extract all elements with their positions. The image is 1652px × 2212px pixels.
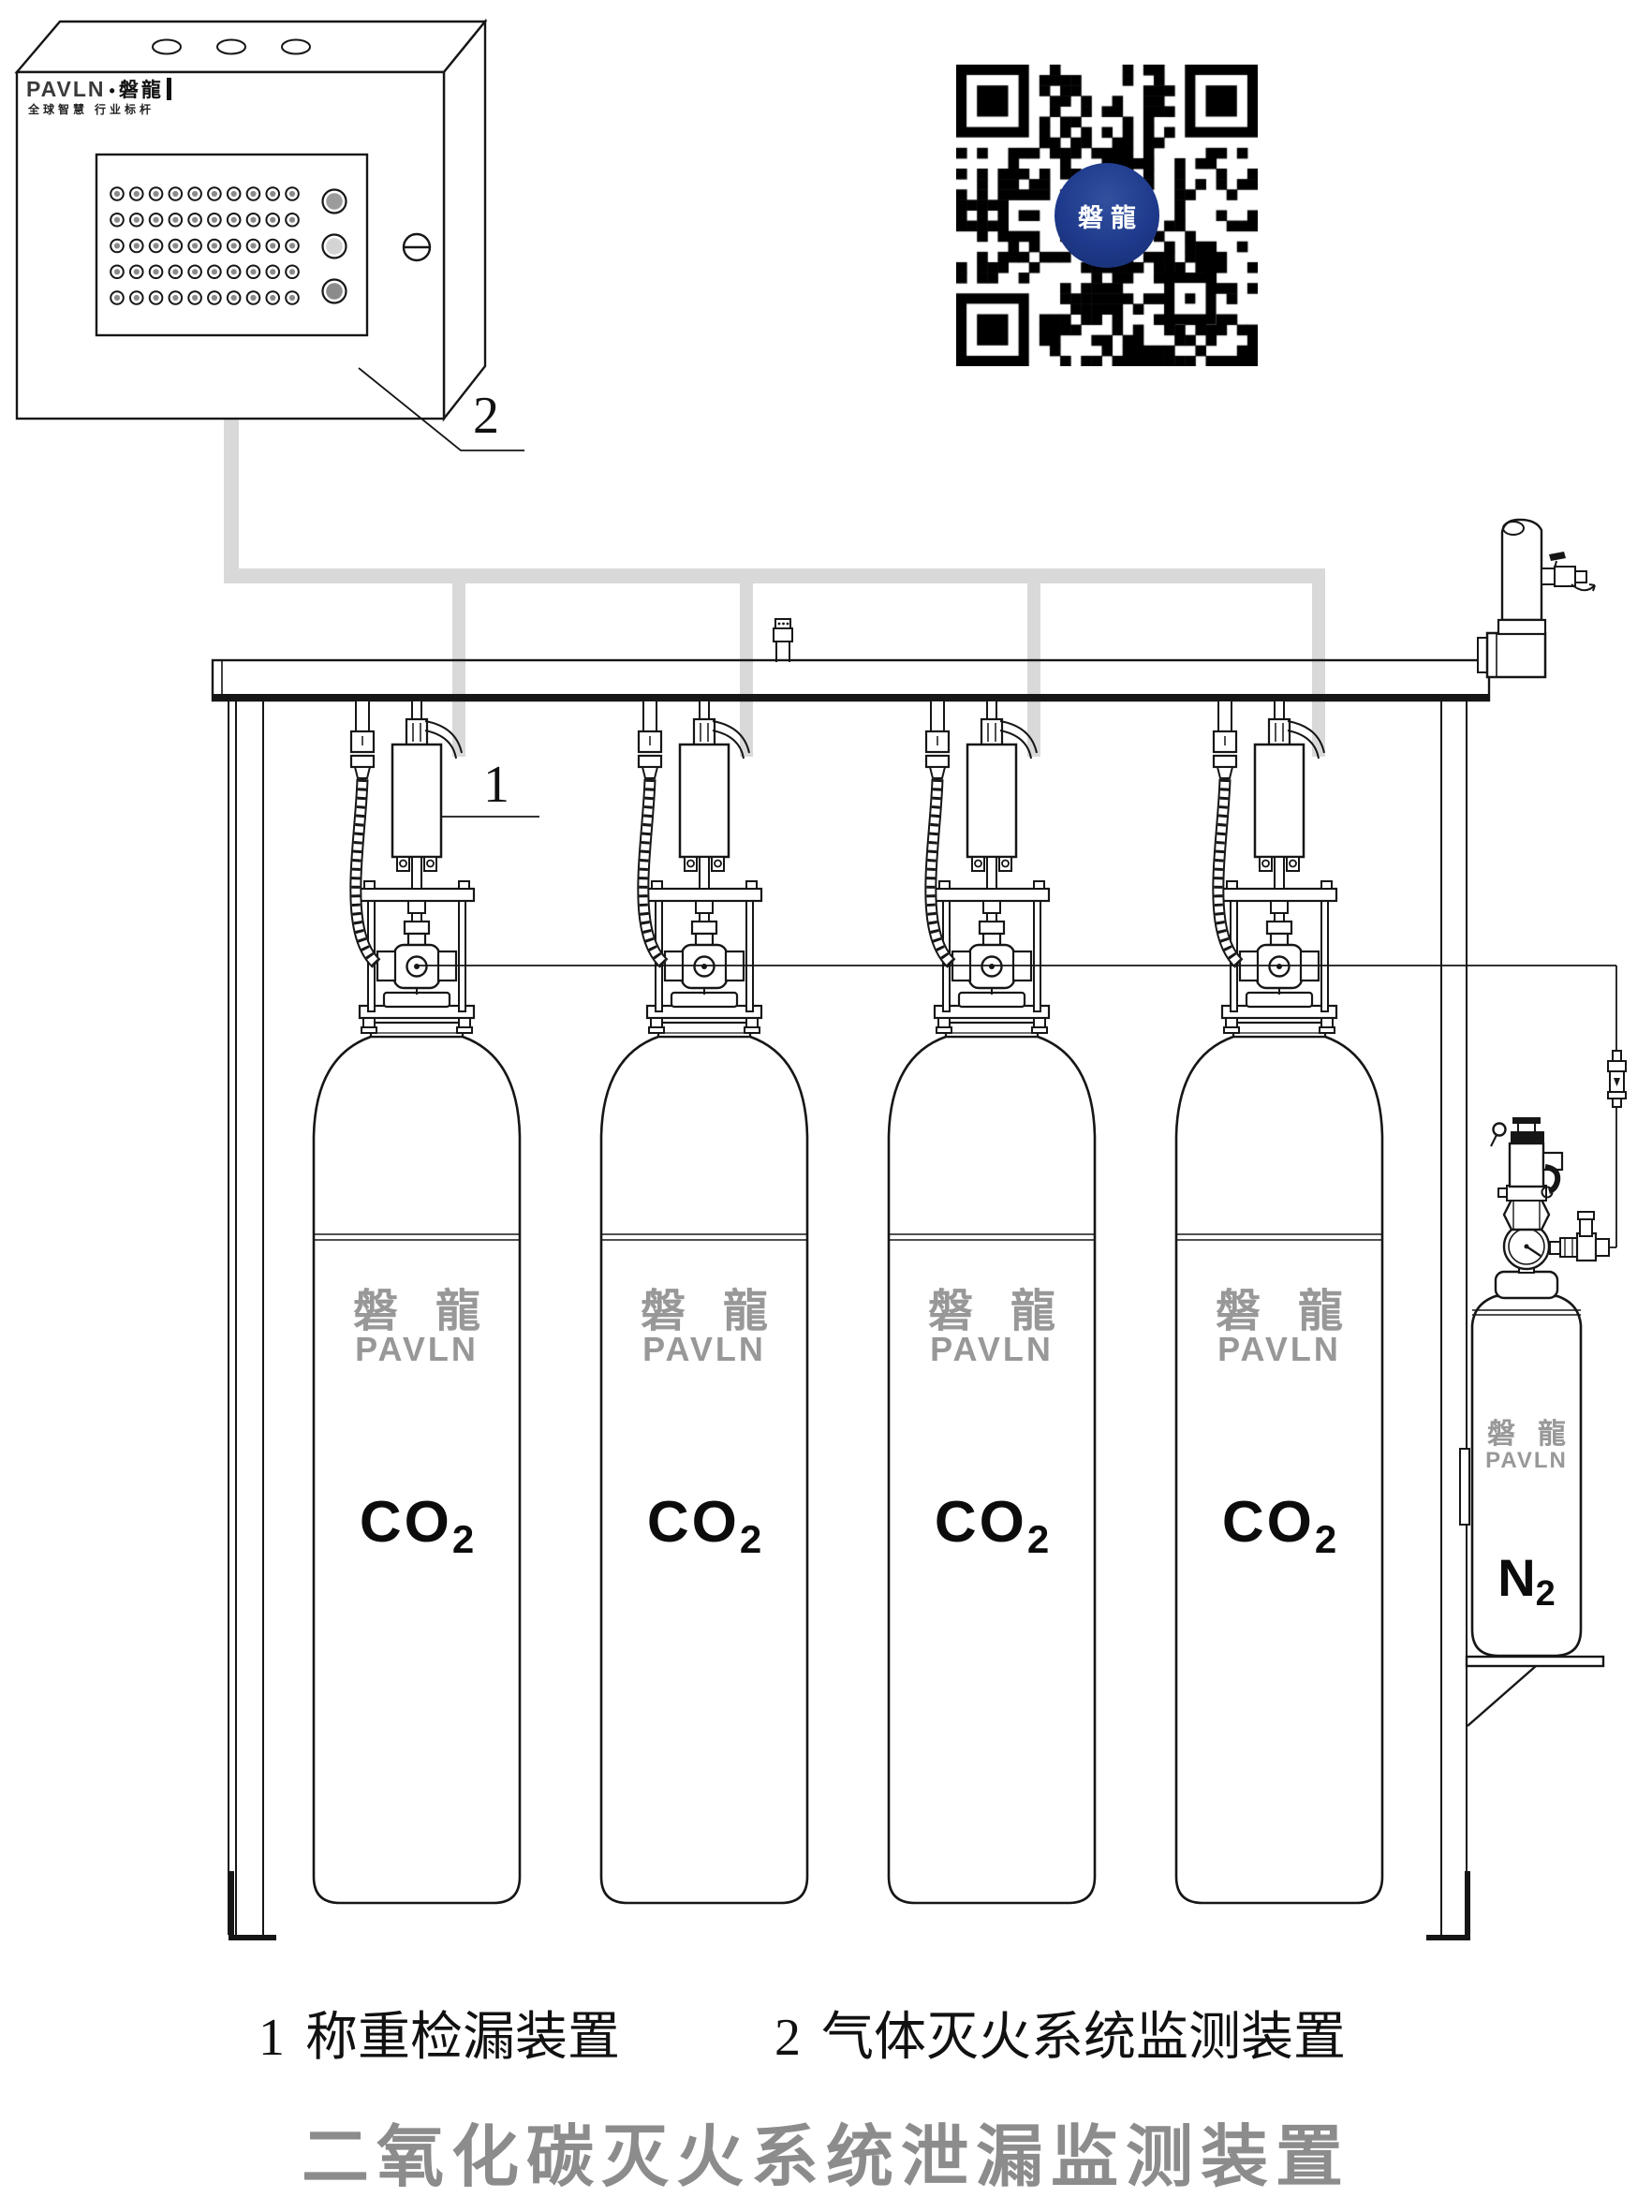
legend-num: 1 xyxy=(258,2009,285,2067)
callout-monitor-device: 2 xyxy=(473,387,499,445)
panel-logo-latin: PAVLN xyxy=(26,77,106,101)
cylinder-brand-latin: PAVLN xyxy=(1217,1330,1341,1368)
qr-center-label: 磐龍 xyxy=(1078,203,1143,232)
cylinder-brand-latin: PAVLN xyxy=(642,1330,766,1368)
panel-top-face xyxy=(14,20,488,74)
pressure-gauge xyxy=(1502,1222,1551,1274)
frame-left-leg xyxy=(228,700,276,1940)
discharge-riser xyxy=(1477,518,1596,679)
cylinder-brand-latin: PAVLN xyxy=(930,1330,1054,1368)
n2-actuator xyxy=(1490,1117,1564,1231)
panel-logo-cjk: 磐龍 xyxy=(118,80,164,101)
co2-cylinder-label-1: 磐龍 PAVLN CO2 xyxy=(314,1274,520,1573)
check-valve xyxy=(1607,1050,1627,1108)
cylinder-gas-label: CO2 xyxy=(359,1490,475,1561)
cylinder-brand-cjk: 磐龍 xyxy=(1487,1419,1588,1450)
frame-right-leg xyxy=(1426,700,1470,1940)
co2-cylinder-label-3: 磐龍 PAVLN CO2 xyxy=(889,1274,1095,1573)
gauge-tee xyxy=(1549,1211,1610,1262)
cylinder-gas-label: N2 xyxy=(1497,1548,1556,1614)
cylinder-brand-cjk: 磐龍 xyxy=(640,1287,805,1336)
legend-num: 2 xyxy=(774,2009,801,2067)
cylinder-brand-cjk: 磐龍 xyxy=(352,1287,518,1336)
panel-screw xyxy=(402,232,432,262)
cylinder-gas-label: CO2 xyxy=(1221,1490,1337,1561)
wall-strap xyxy=(1459,1448,1470,1526)
panel-side-face xyxy=(442,18,487,422)
cylinder-shelf xyxy=(1465,1655,1605,1727)
cylinder-brand-latin: PAVLN xyxy=(355,1330,479,1368)
led-grid xyxy=(110,186,300,305)
legend-item-2: 2 气体灭火系统监测装置 xyxy=(774,1995,1346,2071)
qr-center-logo: 磐龍 xyxy=(1055,163,1159,268)
cylinder-brand-cjk: 磐龍 xyxy=(927,1287,1093,1336)
cable-harness xyxy=(224,419,1325,757)
legend-label: 称重检漏装置 xyxy=(305,2009,620,2067)
control-panel xyxy=(14,18,524,451)
qr-code: 磐龍 xyxy=(956,65,1258,366)
callout-weighing-device: 1 xyxy=(483,756,509,814)
legend-item-1: 1 称重检漏装置 xyxy=(258,1995,620,2071)
cylinder-gas-label: CO2 xyxy=(934,1490,1050,1561)
n2-cylinder-label: 磐龍 PAVLN N2 xyxy=(1453,1410,1600,1616)
manifold-fill-valve xyxy=(773,618,793,662)
panel-logo-bar xyxy=(166,78,171,100)
manifold-beam xyxy=(211,658,1491,702)
legend-label: 气体灭火系统监测装置 xyxy=(821,2009,1346,2067)
callout-2-leader xyxy=(358,367,524,451)
cylinder-brand-latin: PAVLN xyxy=(1485,1448,1568,1473)
cylinder-brand-cjk: 磐龍 xyxy=(1215,1287,1380,1336)
cylinder-gas-label: CO2 xyxy=(646,1490,762,1561)
panel-logo: PAVLN•磐龍 xyxy=(26,75,171,103)
panel-logo-separator: • xyxy=(109,81,115,100)
n2-cylinder xyxy=(1470,1270,1583,1658)
panel-buttons[interactable] xyxy=(321,188,347,304)
pilot-line xyxy=(419,965,1617,1248)
co2-cylinder-label-4: 磐龍 PAVLN CO2 xyxy=(1176,1274,1382,1573)
panel-logo-tagline: 全球智慧 行业标杆 xyxy=(28,103,155,116)
n2-unit xyxy=(1459,1117,1610,1727)
page-title: 二氧化碳灭火系统泄漏监测装置 xyxy=(301,2120,1350,2195)
co2-cylinder-label-2: 磐龍 PAVLN CO2 xyxy=(601,1274,807,1573)
